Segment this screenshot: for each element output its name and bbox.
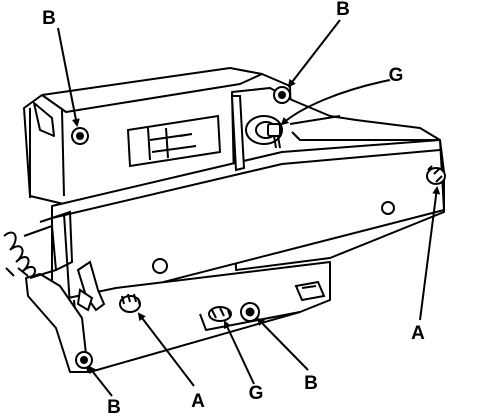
spring-coil [3,210,74,279]
callout-b-top-right: B [336,0,350,20]
threaded-stud-a-right [426,165,446,185]
front-rail-left-edge [63,213,71,307]
callout-g-top: G [388,65,404,86]
leader-b-bottom-left [87,365,113,397]
leader-a-right [419,186,441,321]
leader-b-bottom-right [256,317,309,371]
screw-b-top-left [71,127,89,145]
adjuster-g-bottom [208,306,232,322]
leader-b-top-left [57,27,80,127]
left-notch [33,102,55,137]
left-recess-face [29,108,65,198]
rear-housing-top-edge [41,73,263,113]
callout-a-right: A [411,323,425,344]
callout-a-bottom: A [191,391,205,412]
bottom-right-tab [294,280,326,302]
screw-b-top-right [273,86,291,104]
callout-b-top-left: B [42,8,56,29]
window-opening [126,114,222,168]
vertical-divider-plate [230,95,246,172]
front-rail-top-edge [51,149,441,219]
callout-b-bottom-right: B [304,373,318,394]
right-housing-ridge [289,115,440,141]
slot-window [126,114,222,168]
leader-g-bottom [223,320,255,385]
threaded-stud-a-bottom [119,293,141,313]
latch-slider [147,127,197,161]
front-holes [152,201,395,274]
leader-g-top [280,79,391,126]
callout-leaders [57,19,441,397]
adjuster-g-top [245,115,283,149]
screw-b-bottom-right [240,302,260,322]
screw-b-bottom-left [75,351,93,369]
leader-a-bottom [137,312,195,387]
housing-body [23,67,445,373]
leader-b-top-right [287,19,341,88]
callout-g-bottom: G [248,383,264,404]
callout-b-bottom-left: B [107,397,121,418]
side-hook [76,260,106,312]
divider-plate [230,95,246,172]
